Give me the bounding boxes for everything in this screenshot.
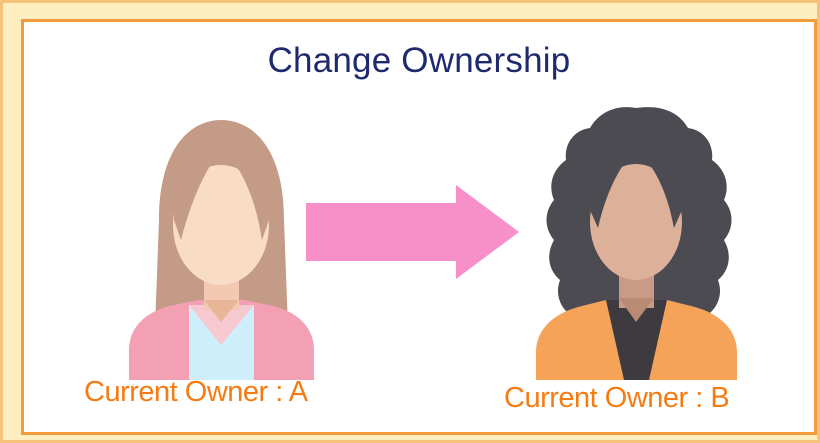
woman-curly-hair-icon — [536, 107, 737, 380]
woman-long-hair-icon — [129, 120, 314, 380]
owner-b-label: Current Owner : B — [504, 382, 730, 414]
diagram-frame: Change Ownership — [21, 19, 817, 435]
owner-a-label: Current Owner : A — [84, 376, 308, 408]
right-arrow-icon — [306, 185, 519, 279]
diagram-title: Change Ownership — [267, 41, 571, 80]
